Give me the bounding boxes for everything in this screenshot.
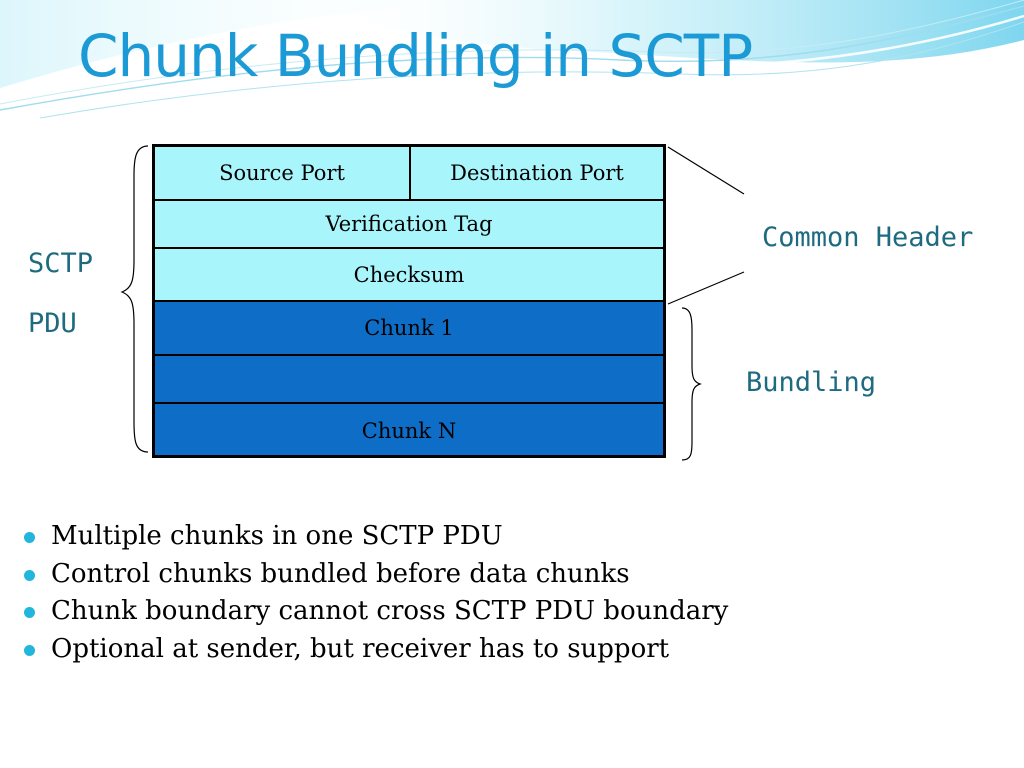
bullet-item: Multiple chunks in one SCTP PDU [22, 518, 728, 556]
sctp-pdu-brace [120, 145, 149, 453]
chunk-n-cell: Chunk N [361, 419, 457, 443]
verification-tag-cell: Verification Tag [325, 212, 493, 236]
chunk-1-cell: Chunk 1 [364, 316, 454, 340]
chunk-gap-cell [155, 356, 663, 402]
bullet-dot-icon [24, 532, 35, 543]
bullet-text: Control chunks bundled before data chunk… [51, 558, 630, 589]
bullet-dot-icon [24, 644, 35, 656]
bullet-text: Optional at sender, but receiver has to … [51, 633, 670, 664]
bullet-item: Chunk boundary cannot cross SCTP PDU bou… [22, 593, 728, 631]
bullet-item: Optional at sender, but receiver has to … [22, 631, 728, 669]
bullet-text: Chunk boundary cannot cross SCTP PDU bou… [51, 596, 729, 626]
source-port-cell: Source Port [155, 147, 411, 199]
sctp-pdu-diagram: Source Port Destination Port Verificatio… [152, 144, 666, 458]
chunk-gap-row [155, 356, 663, 404]
header-row-ports: Source Port Destination Port [155, 147, 663, 201]
header-row-checksum: Checksum [155, 249, 663, 302]
destination-port-cell: Destination Port [450, 161, 624, 185]
bullet-item: Control chunks bundled before data chunk… [22, 556, 728, 594]
chunk-n-row: Chunk N [155, 404, 663, 455]
sctp-pdu-label-line2: PDU [28, 308, 77, 339]
sctp-pdu-label-line1: SCTP [28, 248, 94, 279]
bullet-dot-icon [24, 569, 35, 581]
header-row-verification-tag: Verification Tag [155, 201, 663, 249]
chunk-1-row: Chunk 1 [155, 302, 663, 356]
header-wave-decoration [0, 0, 1024, 119]
common-header-callout-bottom [667, 271, 745, 305]
slide-title: Chunk Bundling in SCTP [78, 22, 753, 90]
common-header-label: Common Header [762, 222, 974, 253]
bullet-text: Multiple chunks in one SCTP PDU [51, 521, 503, 551]
common-header-callout-top [667, 146, 745, 195]
bundling-label: Bundling [746, 367, 877, 398]
bundling-brace [681, 307, 702, 461]
checksum-cell: Checksum [353, 262, 465, 287]
bullet-dot-icon [24, 607, 35, 618]
bullet-list: Multiple chunks in one SCTP PDU Control … [22, 518, 728, 668]
